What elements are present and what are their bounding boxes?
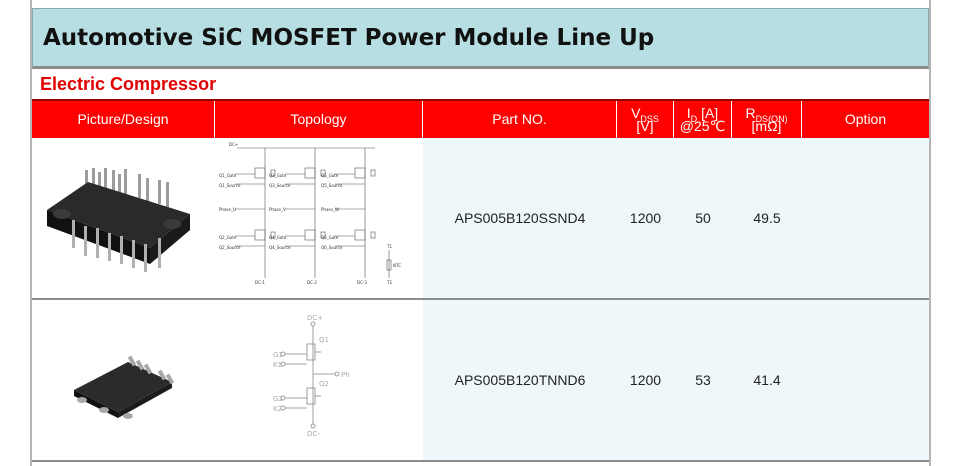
topo-t1: T1 (386, 244, 392, 249)
header-vdss: VDSS [V] (617, 101, 674, 138)
topo-ntc: NTC (393, 263, 401, 268)
header-rds-unit: [mΩ] (751, 117, 782, 134)
part-no: APS005B120SSND4 (454, 210, 586, 226)
topology-diagram-halfbridge: DC+ Q1 G1 K1 Ph Q2 G2 K2 DC- (215, 300, 423, 460)
topo-dc-plus: DC+ (229, 142, 238, 147)
topo-ph: Ph (341, 371, 350, 379)
header-topology: Topology (215, 101, 423, 138)
topo-q2: Q2 (319, 380, 329, 388)
option-value (802, 138, 929, 298)
row-data: APS005B120SSND4 1200 50 49.5 (423, 138, 929, 298)
topo-q1: Q1 (319, 336, 329, 344)
page-right-border (929, 0, 931, 466)
row-divider (32, 298, 929, 300)
table-row: DC+ Q1_Gate Q1_Source Q3_Gate Q3_Source … (32, 138, 929, 298)
topo-q4-gate: Q4_Gate (269, 235, 287, 240)
header-id: ID [A] @25℃ (674, 101, 732, 138)
topo-q2-gate: Q2_Gate (219, 235, 237, 240)
topo-g1: G1 (273, 351, 283, 359)
id-value: 50 (695, 210, 711, 226)
title-banner: Automotive SiC MOSFET Power Module Line … (32, 8, 929, 69)
module-image-halfbridge (32, 300, 215, 460)
topology-diagram-3phase: DC+ Q1_Gate Q1_Source Q3_Gate Q3_Source … (215, 138, 423, 298)
page-title: Automotive SiC MOSFET Power Module Line … (43, 25, 655, 51)
section-title: Electric Compressor (40, 74, 217, 94)
topo-q3-source: Q3_Source (269, 183, 291, 188)
topo-q5-source: Q5_Source (321, 183, 343, 188)
header-vdss-symbol: VDSS (631, 104, 659, 124)
topo-q6-source: Q6_Source (321, 245, 343, 250)
header-id-condition: @25℃ (679, 117, 726, 134)
topo-dc-2: DC-2 (307, 280, 317, 285)
table-row: DC+ Q1 G1 K1 Ph Q2 G2 K2 DC- APS005B120T… (32, 300, 929, 460)
header-option-label: Option (844, 111, 887, 127)
topo-q5-gate: Q5_Gate (321, 173, 339, 178)
header-rds-symbol: RDS(ON) (745, 104, 788, 124)
row-divider (32, 460, 929, 462)
topo-dc-minus: DC- (307, 430, 320, 438)
header-option: Option (802, 101, 929, 138)
topo-q3-gate: Q3_Gate (269, 173, 287, 178)
part-no: APS005B120TNND6 (454, 372, 586, 388)
topo-phase-w: Phase_W (321, 207, 339, 212)
topo-q1-gate: Q1_Gate (219, 173, 237, 178)
header-vdss-unit: [V] (636, 117, 654, 134)
header-part-no-label: Part NO. (492, 111, 547, 127)
rds-on-value: 49.5 (753, 210, 781, 226)
topo-phase-v: Phase_V (269, 207, 286, 212)
topo-dc-1: DC-1 (255, 280, 265, 285)
page-left-border (30, 0, 32, 466)
section-divider (32, 99, 929, 101)
id-value: 53 (695, 372, 711, 388)
option-value (802, 300, 929, 460)
header-id-symbol: ID [A] (686, 104, 719, 124)
header-part-no: Part NO. (423, 101, 617, 138)
vdss-value: 1200 (629, 210, 662, 226)
rds-on-value: 41.4 (753, 372, 781, 388)
topo-phase-u: Phase_U (219, 207, 236, 212)
topo-q6-gate: Q6_Gate (321, 235, 339, 240)
vdss-value: 1200 (629, 372, 662, 388)
topo-t2: T2 (386, 280, 392, 285)
topo-dc-plus: DC+ (307, 314, 323, 322)
table-header: Picture/Design Topology Part NO. VDSS [V… (32, 101, 929, 138)
topo-dc-3: DC-3 (357, 280, 367, 285)
topo-g2: G2 (273, 395, 283, 403)
topo-q1-source: Q1_Source (219, 183, 241, 188)
header-picture: Picture/Design (32, 101, 215, 138)
header-topology-label: Topology (290, 111, 347, 127)
topo-q4-source: Q4_Source (269, 245, 291, 250)
header-rds-on: RDS(ON) [mΩ] (732, 101, 802, 138)
module-image-3phase (32, 138, 215, 298)
topo-k2: K2 (273, 405, 282, 413)
row-data: APS005B120TNND6 1200 53 41.4 (423, 300, 929, 460)
header-picture-label: Picture/Design (77, 111, 169, 127)
topo-q2-source: Q2_Source (219, 245, 241, 250)
topo-k1: K1 (273, 361, 282, 369)
